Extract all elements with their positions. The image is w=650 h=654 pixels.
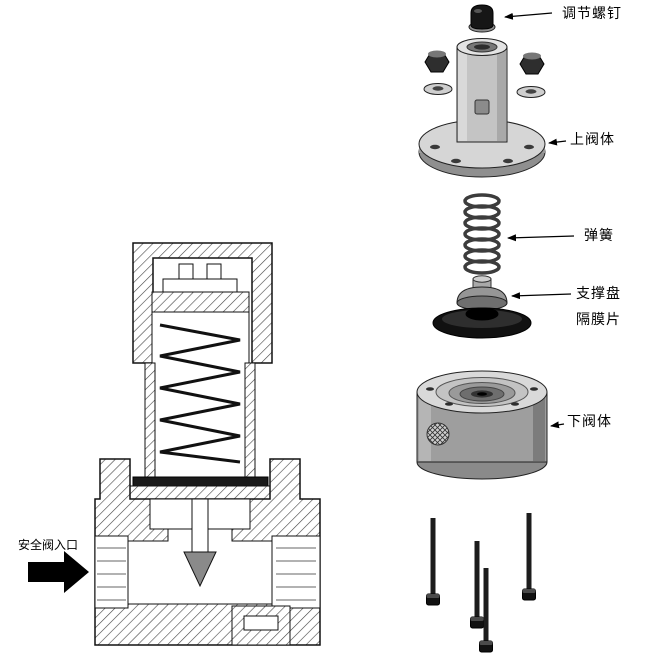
label-lower-body: 下阀体 bbox=[567, 414, 612, 430]
side-port-hatched bbox=[426, 422, 450, 446]
mounting-bolts bbox=[426, 513, 536, 653]
hex-nut-left bbox=[424, 50, 450, 73]
section-inlet-port bbox=[94, 535, 129, 609]
hex-nut-right bbox=[519, 52, 545, 75]
bolt bbox=[470, 541, 484, 629]
support-disk-part bbox=[456, 275, 508, 311]
leader-arrows bbox=[504, 12, 575, 429]
label-adjust-screw: 调节螺钉 bbox=[562, 6, 622, 22]
diaphragm-part bbox=[432, 307, 532, 339]
spring-part bbox=[463, 193, 501, 275]
section-spring-chamber bbox=[144, 311, 256, 481]
bolt bbox=[522, 513, 536, 601]
section-cap bbox=[132, 242, 273, 364]
section-spring bbox=[159, 323, 241, 464]
label-inlet: 安全阀入口 bbox=[18, 538, 79, 552]
label-diaphragm: 隔膜片 bbox=[576, 312, 621, 328]
bolt bbox=[426, 518, 440, 606]
leader-support-disk bbox=[511, 292, 572, 300]
section-body bbox=[94, 458, 321, 646]
leader-adjust-screw bbox=[504, 12, 553, 20]
adjust-screw-part bbox=[468, 4, 496, 33]
leader-upper-body bbox=[548, 138, 567, 146]
bolt bbox=[479, 568, 493, 653]
section-outlet-port bbox=[271, 535, 321, 609]
washer-left bbox=[423, 83, 453, 95]
inlet-arrow bbox=[28, 551, 89, 593]
upper-valve-body-part bbox=[418, 38, 546, 178]
leader-lower-body bbox=[550, 421, 565, 429]
label-upper-body: 上阀体 bbox=[570, 132, 615, 148]
section-flange bbox=[117, 476, 283, 500]
cross-section-view bbox=[28, 242, 321, 646]
label-spring: 弹簧 bbox=[584, 228, 614, 244]
leader-spring bbox=[507, 234, 575, 242]
lower-valve-body-part bbox=[416, 370, 548, 480]
exploded-view bbox=[416, 4, 575, 653]
washer-right bbox=[516, 86, 546, 98]
section-valve-plug bbox=[183, 551, 217, 588]
section-bottom-plug bbox=[231, 605, 291, 646]
label-support-disk: 支撑盘 bbox=[576, 286, 621, 302]
